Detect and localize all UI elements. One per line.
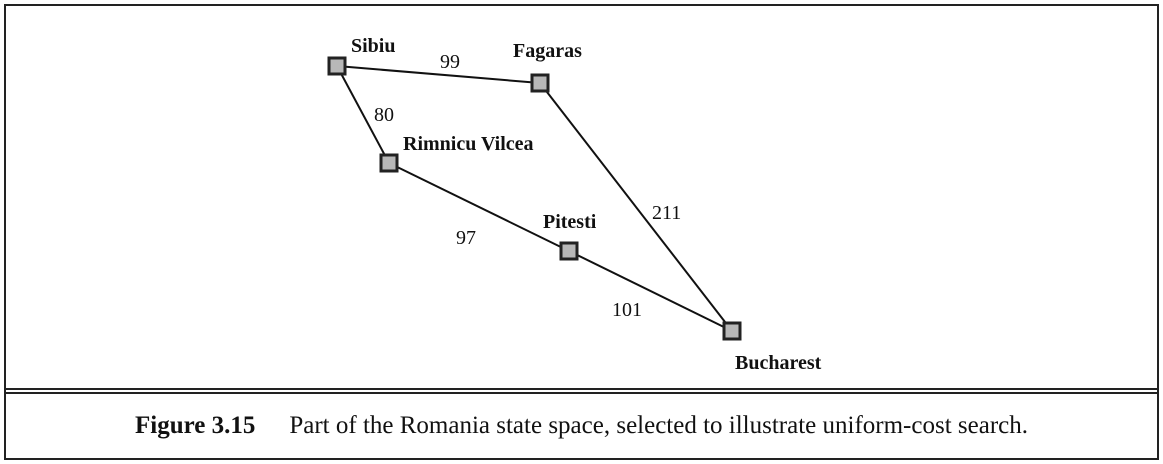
caption-divider-top [6,388,1157,390]
edge-cost-pitesti-bucharest: 101 [612,299,642,321]
city-label-rimnicu-vilcea: Rimnicu Vilcea [403,133,534,155]
node-sibiu [327,56,347,76]
city-label-pitesti: Pitesti [543,211,597,233]
figure-frame: 99 80 97 211 101 Sibiu Fagaras Rimnicu V… [4,4,1159,460]
caption-figure-number: Figure 3.15 [134,412,256,439]
city-label-sibiu: Sibiu [351,35,395,57]
edge-cost-sibiu-rimnicu: 80 [374,104,394,126]
city-label-fagaras: Fagaras [513,40,582,62]
figure-caption: Figure 3.15 Part of the Romania state sp… [6,394,1157,458]
edge-cost-rimnicu-pitesti: 97 [456,227,476,249]
edge-cost-fagaras-bucharest: 211 [652,202,681,224]
edge-pitesti-bucharest [568,250,733,332]
romania-graph: 99 80 97 211 101 Sibiu Fagaras Rimnicu V… [327,35,822,374]
node-rimnicu-vilcea [379,153,399,173]
edge-cost-sibiu-fagaras: 99 [440,51,460,73]
edge-sibiu-fagaras [336,65,541,84]
caption-divider-bottom [6,392,1157,394]
caption-text: Part of the Romania state space, selecte… [289,412,1028,439]
city-label-bucharest: Bucharest [735,352,822,374]
node-bucharest [722,321,742,341]
edge-sibiu-rimnicu [336,65,390,164]
edge-fagaras-bucharest [539,82,733,332]
node-pitesti [559,241,579,261]
edge-rimnicu-pitesti [388,162,570,252]
node-fagaras [530,73,550,93]
